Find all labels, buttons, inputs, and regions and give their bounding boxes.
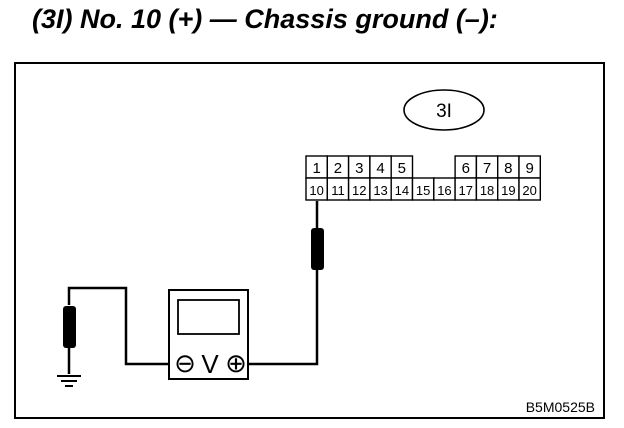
pin-label-16: 16 <box>437 183 451 198</box>
figure-code: B5M0525B <box>526 399 595 415</box>
positive-probe <box>311 228 324 270</box>
pin-label-11: 11 <box>331 183 345 198</box>
page-title: (3I) No. 10 (+) — Chassis ground (–): <box>32 4 498 34</box>
pin-label-12: 12 <box>352 183 366 198</box>
pin-label-1: 1 <box>312 160 320 177</box>
voltmeter-minus: ⊖ <box>174 348 196 378</box>
pin-label-10: 10 <box>309 183 323 198</box>
voltmeter-plus: ⊕ <box>225 348 247 378</box>
pin-label-4: 4 <box>376 160 384 177</box>
voltmeter-symbol: V <box>201 349 219 379</box>
pin-label-15: 15 <box>416 183 430 198</box>
pin-label-18: 18 <box>480 183 494 198</box>
connector-label: 3I <box>436 101 452 122</box>
chassis-ground-icon <box>57 375 81 387</box>
pin-label-5: 5 <box>398 160 406 177</box>
diagram-frame <box>14 62 605 419</box>
ground-probe-wire <box>67 286 168 374</box>
positive-probe-wire <box>248 201 319 366</box>
pin-label-8: 8 <box>504 160 512 177</box>
pin-label-17: 17 <box>459 183 473 198</box>
pin-label-13: 13 <box>373 183 387 198</box>
pin-label-14: 14 <box>395 183 409 198</box>
pin-label-9: 9 <box>525 160 533 177</box>
connector-label-ellipse <box>403 89 485 131</box>
pin-label-7: 7 <box>483 160 491 177</box>
pin-cell-20 <box>518 177 541 201</box>
pin-label-20: 20 <box>522 183 536 198</box>
pin-label-19: 19 <box>501 183 515 198</box>
ground-probe <box>63 306 76 348</box>
pin-label-3: 3 <box>355 160 363 177</box>
pin-label-6: 6 <box>462 160 470 177</box>
voltmeter-display <box>177 299 240 335</box>
pin-label-2: 2 <box>334 160 342 177</box>
